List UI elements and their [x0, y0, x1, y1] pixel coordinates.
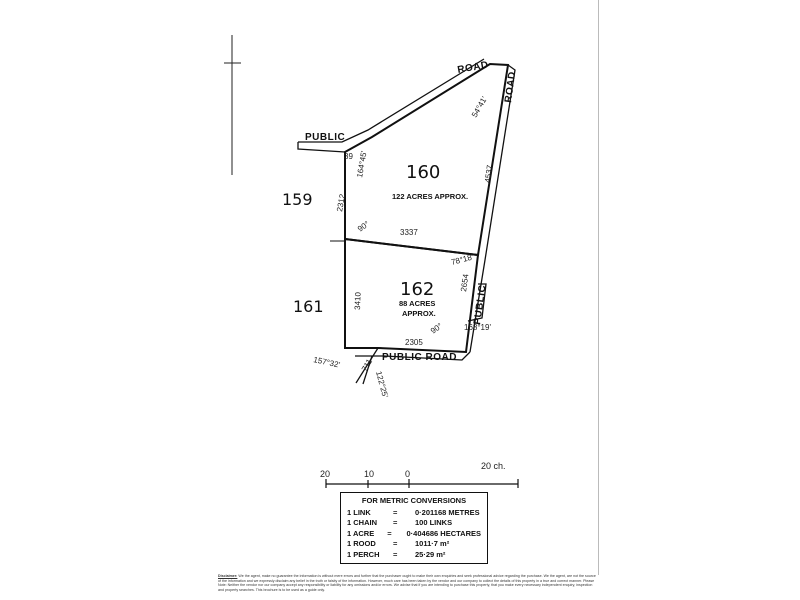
dim-3337: 3337	[400, 228, 418, 237]
metric-conversion-table: FOR METRIC CONVERSIONS 1 LINK = 0·201168…	[340, 492, 488, 564]
dim-90-lower: 90°	[429, 321, 444, 335]
dim-78-18: 78°18'	[450, 252, 475, 267]
lot-162-area-line2: APPROX.	[402, 309, 436, 318]
dim-157-32: 157°32'	[313, 355, 342, 370]
metric-row: 1 PERCH = 25·29 m²	[347, 549, 446, 559]
dim-2312: 2312	[335, 193, 347, 213]
metric-row: 1 ACRE = 0·404686 HECTARES	[347, 528, 481, 538]
dim-3410: 3410	[353, 291, 363, 310]
scale-label-end: 20 ch.	[481, 461, 506, 471]
north-arrow-icon	[224, 35, 241, 175]
dim-4537: 4537	[483, 164, 494, 183]
dim-54-41: 54°41'	[470, 95, 489, 119]
lot-160-area: 122 ACRES APPROX.	[392, 192, 468, 201]
lot-162-number: 162	[400, 279, 434, 300]
dim-2305: 2305	[405, 338, 423, 347]
metric-row: 1 ROOD = 1011·7 m²	[347, 539, 450, 548]
scale-label-10: 10	[364, 469, 374, 479]
dim-164-45: 164°45'	[355, 150, 369, 179]
road-label-public-upper: PUBLIC	[305, 132, 345, 143]
disclaimer-label: Disclaimer:	[218, 574, 238, 578]
scale-bar	[325, 479, 519, 488]
dim-2654: 2654	[459, 273, 470, 292]
metric-title: FOR METRIC CONVERSIONS	[361, 496, 467, 505]
upper-public-road	[297, 58, 516, 353]
road-label-top: ROAD	[457, 60, 490, 76]
disclaimer-text: We the agent, make no guarantee the info…	[218, 574, 596, 592]
metric-row: 1 CHAIN = 100 LINKS	[347, 518, 453, 527]
dim-122-25: 122°25'	[374, 370, 390, 399]
lower-public-road	[345, 283, 487, 385]
dim-90-upper: 90°	[356, 219, 371, 233]
dim-168-19: 168°19'	[464, 323, 491, 332]
lot-159-number: 159	[282, 190, 313, 209]
lot-160-number: 160	[406, 162, 440, 183]
road-label-right-upper: ROAD	[503, 71, 518, 104]
dim-39: 39	[344, 152, 353, 161]
lot-161-number: 161	[293, 297, 324, 316]
scale-label-20: 20	[320, 469, 330, 479]
lot-162-area-line1: 88 ACRES	[399, 299, 435, 308]
dim-711: 711	[360, 357, 374, 373]
sheet-edge	[598, 0, 599, 575]
road-label-bottom: PUBLIC ROAD	[382, 352, 457, 363]
disclaimer: Disclaimer: We the agent, make no guaran…	[218, 574, 598, 592]
metric-row: 1 LINK = 0·201168 METRES	[347, 507, 480, 517]
scale-label-0: 0	[405, 469, 410, 479]
